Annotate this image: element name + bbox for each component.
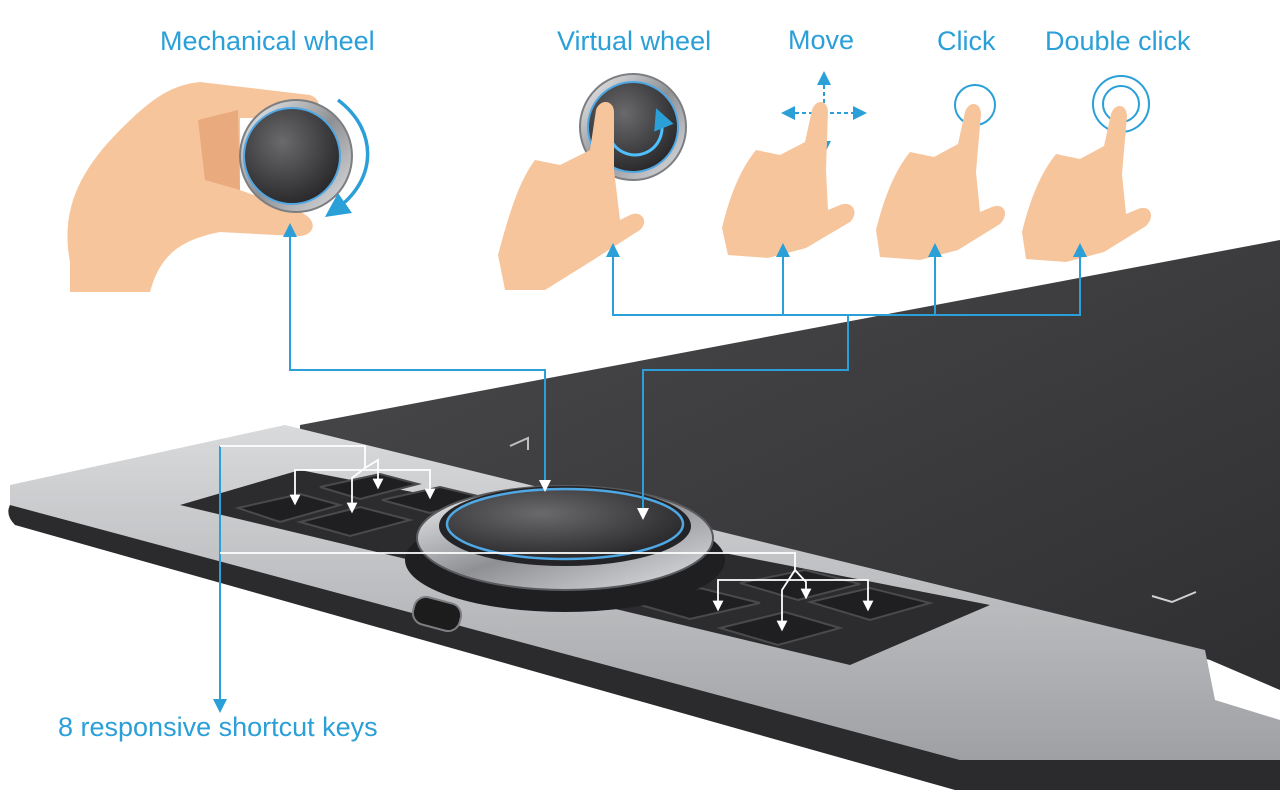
- hand-icon: [876, 103, 1006, 260]
- label-virtual-wheel: Virtual wheel: [557, 26, 712, 56]
- hand-icon: [67, 82, 319, 292]
- label-shortcut-keys: 8 responsive shortcut keys: [58, 712, 378, 742]
- usb-c-port-icon: [411, 595, 463, 633]
- click-illustration: [876, 84, 1006, 260]
- circular-arrow-icon: [608, 108, 674, 157]
- virtual-wheel-illustration: [498, 73, 687, 290]
- double-click-illustration: [1022, 75, 1152, 262]
- tablet-bottom-edge: [8, 505, 1280, 790]
- hand-icon: [722, 101, 855, 258]
- drawing-tablet: [8, 240, 1280, 790]
- corner-mark-bottom: [1151, 591, 1197, 604]
- rotation-arrow-icon: [324, 98, 370, 218]
- mechanical-wheel-illustration: [67, 82, 370, 292]
- connector-lines: [213, 223, 1087, 713]
- mechanical-wheel-icon: [243, 107, 341, 205]
- label-click: Click: [937, 26, 996, 56]
- label-double-click: Double click: [1045, 26, 1191, 56]
- finger-shadow: [198, 110, 240, 190]
- connector-mechanical-wheel: [283, 223, 551, 492]
- connector-virtual-wheel: [606, 243, 1087, 316]
- move-illustration: [722, 71, 867, 258]
- label-mechanical-wheel: Mechanical wheel: [160, 26, 375, 56]
- tablet-drawing-surface: [300, 240, 1280, 690]
- connector-knob-surface: [637, 315, 849, 520]
- shortcut-key-brackets: [220, 445, 874, 632]
- wheel-assembly: [405, 485, 725, 612]
- label-move: Move: [788, 25, 855, 55]
- hand-icon: [1022, 105, 1152, 262]
